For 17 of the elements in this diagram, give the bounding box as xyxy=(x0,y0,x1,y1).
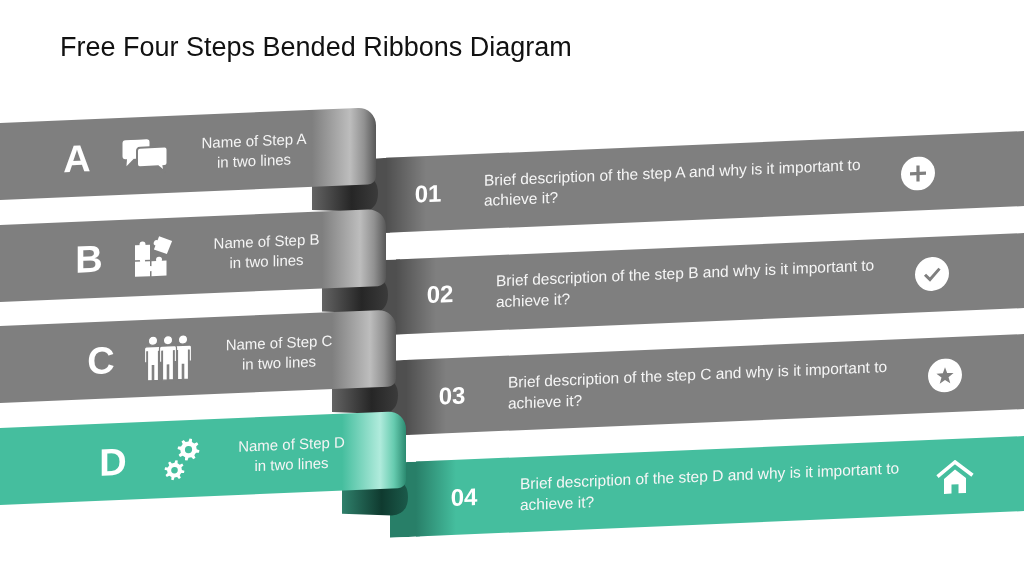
title: Free Four Steps Bended Ribbons Diagram xyxy=(60,31,572,64)
step-letter: D xyxy=(99,442,127,482)
step-letter: C xyxy=(87,341,115,381)
step-description: Brief description of the step D and why is it important to achieve it? xyxy=(520,458,901,515)
step-number: 02 xyxy=(426,282,454,308)
step-number: 03 xyxy=(438,383,466,409)
step-letter: B xyxy=(75,239,103,280)
step-number: 01 xyxy=(414,181,442,207)
step-name: Name of Step D in two lines xyxy=(237,431,346,476)
step-number: 04 xyxy=(450,484,478,510)
step-name: Name of Step C in two lines xyxy=(224,330,334,375)
step-name: Name of Step B in two lines xyxy=(212,229,321,274)
step-description: Brief description of the step B and why is it important to achieve it? xyxy=(496,255,876,313)
step-name: Name of Step A in two lines xyxy=(200,128,308,173)
step-description: Brief description of the step C and why is it important to achieve it? xyxy=(508,356,889,414)
step-letter: A xyxy=(63,138,91,178)
step-description: Brief description of the step A and why is it important to achieve it? xyxy=(484,154,862,212)
